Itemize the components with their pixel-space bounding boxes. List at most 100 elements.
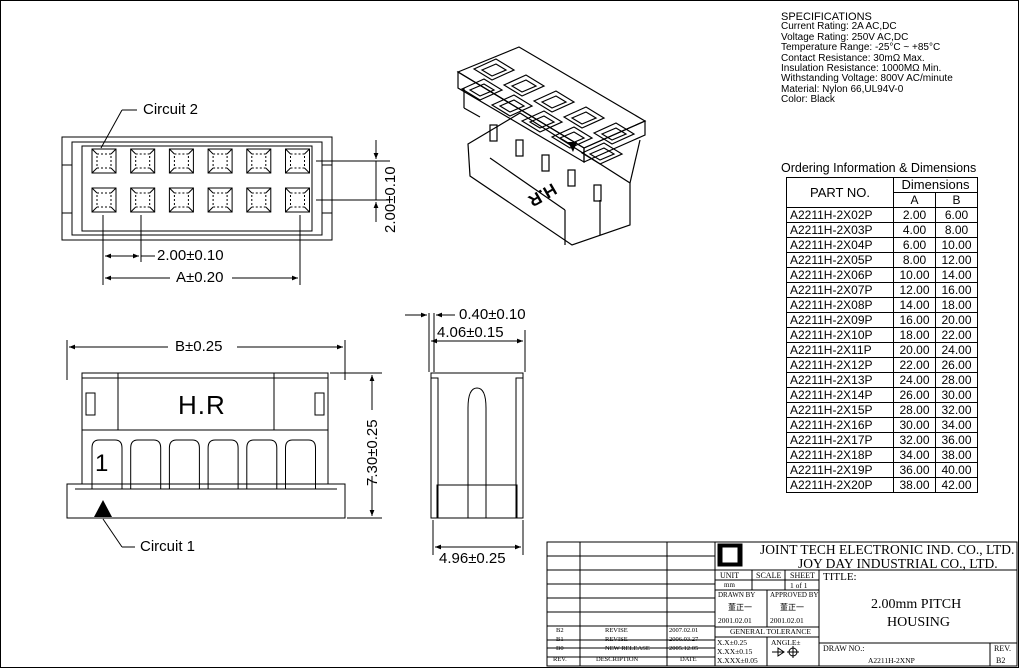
revision-date: 2007.02.01 (669, 627, 699, 634)
dim-a-cell: 12.00 (893, 282, 936, 298)
isometric-view (456, 46, 647, 246)
contact-cavity-inner (212, 153, 228, 169)
revision-desc: NEW RELEASE (605, 645, 650, 652)
dim-a-cell: 8.00 (893, 252, 936, 268)
part-number-cell: A2211H-2X15P (786, 402, 894, 418)
thickness-dimension: 0.40±0.10 (459, 306, 526, 323)
dim-b-cell: 36.00 (935, 432, 978, 448)
dim-b-cell: 24.00 (935, 342, 978, 358)
iso-cavity-inner (570, 111, 598, 125)
dim-a-cell: 26.00 (893, 387, 936, 403)
side-view (405, 312, 526, 555)
contact-slot (168, 439, 200, 489)
tolerance-1: X.X±0.25 (717, 638, 747, 647)
part-number-cell: A2211H-2X02P (786, 207, 894, 223)
dim-a-cell: 16.00 (893, 312, 936, 328)
part-number-cell: A2211H-2X18P (786, 447, 894, 463)
front-view (66, 340, 382, 548)
iso-cavity (520, 110, 564, 133)
angle-label: ANGLE± (771, 638, 801, 647)
width-dimension: 4.96±0.25 (439, 550, 506, 567)
col-dimensions: Dimensions (893, 177, 978, 193)
iso-latch (541, 154, 550, 172)
revision-header-rev: REV. (553, 656, 567, 663)
approved-name: 董正一 (780, 603, 804, 612)
dim-b-cell: 20.00 (935, 312, 978, 328)
iso-cavity-inner (600, 127, 628, 141)
rev-label: REV. (994, 644, 1011, 653)
dim-b-cell: 16.00 (935, 282, 978, 298)
iso-cavity-inner (558, 131, 586, 145)
dim-a-cell: 14.00 (893, 297, 936, 313)
spec-heading: SPECIFICATIONS (781, 11, 872, 23)
contact-cavity (207, 148, 233, 174)
title-block-grid (546, 541, 1018, 667)
dim-b-cell: 42.00 (935, 477, 978, 493)
dim-a-cell: 34.00 (893, 447, 936, 463)
approved-date: 2001.02.01 (770, 616, 804, 625)
height-dimension: 7.30±0.25 (364, 419, 381, 486)
contact-slot (285, 439, 316, 489)
revision-header-desc: DESCRIPTION (596, 656, 639, 663)
sheet-value: 1 of 1 (790, 581, 808, 590)
draw-no: A2211H-2XNP (868, 656, 915, 665)
contact-cavity-inner (135, 192, 151, 208)
b-dimension: B±0.25 (175, 338, 223, 355)
part-number-cell: A2211H-2X03P (786, 222, 894, 238)
iso-latch (515, 139, 524, 157)
iso-cavity-inner (468, 83, 496, 97)
revision-desc: REVISE (605, 627, 628, 634)
dim-b-cell: 26.00 (935, 357, 978, 373)
contact-cavity (285, 187, 310, 213)
spec-line: Color: Black (781, 94, 835, 106)
contact-cavity (130, 148, 156, 174)
contact-cavity (246, 187, 272, 213)
dim-b-cell: 22.00 (935, 327, 978, 343)
dim-a-cell: 38.00 (893, 477, 936, 493)
dim-a-cell: 18.00 (893, 327, 936, 343)
iso-cavity (550, 126, 594, 149)
circuit1-triangle (94, 500, 112, 517)
dim-a-cell: 10.00 (893, 267, 936, 283)
dim-a-cell: 20.00 (893, 342, 936, 358)
top-view (61, 109, 390, 285)
revision-date: 2005.12.05 (669, 645, 699, 652)
iso-cavity (502, 74, 546, 97)
sheet-label: SHEET (790, 571, 815, 580)
dim-a-cell: 28.00 (893, 402, 936, 418)
iso-latch (593, 184, 602, 202)
contact-slot (91, 439, 123, 489)
company-name-2: JOY DAY INDUSTRIAL CO., LTD. (798, 556, 998, 571)
part-number-cell: A2211H-2X09P (786, 312, 894, 328)
contact-cavity (91, 187, 117, 213)
draw-no-label: DRAW NO.: (823, 644, 865, 653)
iso-cavity (472, 58, 516, 81)
general-tolerance-label: GENERAL TOLERANCE (730, 627, 811, 636)
iso-cavity (490, 94, 534, 117)
title-line-2: HOUSING (887, 615, 950, 630)
circuit1-label: Circuit 1 (140, 538, 196, 555)
iso-cavity-inner (540, 95, 568, 109)
part-number-cell: A2211H-2X11P (786, 342, 894, 358)
contact-slot (130, 439, 162, 489)
part-number-cell: A2211H-2X06P (786, 267, 894, 283)
hr-marking: H.R (178, 390, 226, 420)
dim-b-cell: 14.00 (935, 267, 978, 283)
spec-line: Contact Resistance: 30mΩ Max. (781, 52, 925, 64)
dim-b-cell: 28.00 (935, 372, 978, 388)
contact-cavity-inner (173, 192, 189, 208)
revision-date: 2006.03.27 (669, 636, 699, 643)
part-number-cell: A2211H-2X20P (786, 477, 894, 493)
iso-cavity-inner (588, 147, 616, 161)
dim-b-cell: 12.00 (935, 252, 978, 268)
iso-latch (489, 124, 498, 142)
contact-cavity-inner (290, 192, 305, 208)
